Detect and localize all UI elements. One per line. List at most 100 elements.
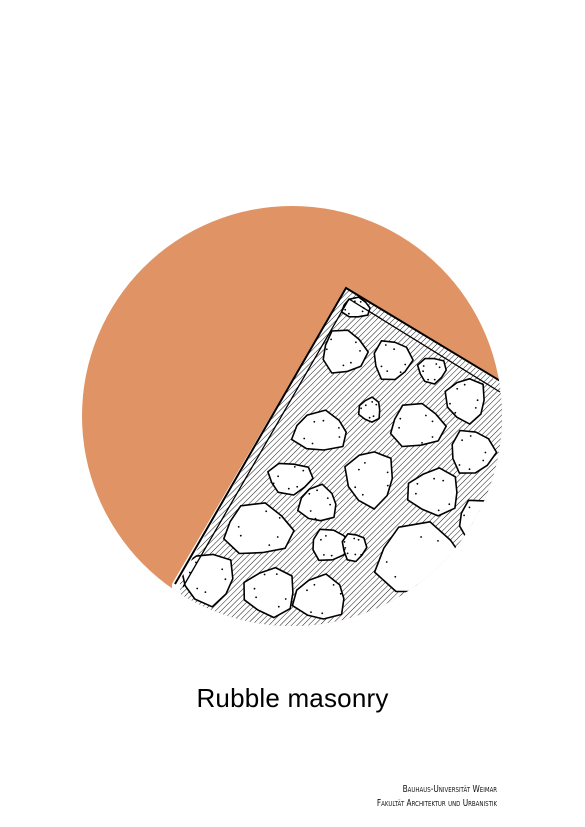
masonry-wall xyxy=(170,286,502,626)
stone-speckle xyxy=(422,370,424,373)
stone-speckle xyxy=(463,514,465,517)
stone-speckle xyxy=(361,310,364,313)
stone-speckle xyxy=(482,459,485,462)
rubble-stone xyxy=(297,483,337,522)
stone-speckle xyxy=(364,404,367,407)
rubble-stone xyxy=(389,402,447,448)
rubble-stone xyxy=(322,329,369,374)
stone-speckle xyxy=(476,530,479,533)
stone-speckle xyxy=(339,592,342,595)
stone-speckle xyxy=(454,563,457,566)
stone-speckle xyxy=(344,547,347,549)
stone-speckle xyxy=(468,468,471,471)
stone-speckle xyxy=(394,575,397,578)
stone-speckle xyxy=(484,451,487,454)
stone-speckle xyxy=(326,497,329,499)
stone-speckle xyxy=(384,344,387,346)
stone-speckle xyxy=(386,471,389,474)
rubble-stone xyxy=(291,573,345,620)
stone-speckle xyxy=(360,553,363,556)
stone-speckle xyxy=(393,348,395,351)
rubble-stone xyxy=(290,409,347,451)
stone-speckle xyxy=(386,484,389,487)
stone-speckle xyxy=(272,482,275,485)
stone-speckle xyxy=(456,387,459,390)
stone-speckle xyxy=(357,538,360,541)
stone-speckle xyxy=(358,468,360,471)
stone-speckle xyxy=(468,506,471,509)
stone-speckle xyxy=(354,553,357,556)
stone-speckle xyxy=(380,365,383,368)
stone-speckle xyxy=(224,578,227,581)
stone-speckle xyxy=(433,378,436,381)
stone-speckle xyxy=(361,493,364,496)
stone-speckle xyxy=(348,312,350,315)
rubble-stone xyxy=(223,502,295,555)
stone-speckle xyxy=(416,482,419,485)
stone-speckle xyxy=(313,420,316,423)
stone-speckle xyxy=(454,411,457,414)
stone-speckle xyxy=(474,407,477,409)
stone-speckle xyxy=(436,572,439,575)
stone-speckle xyxy=(330,554,333,557)
stone-speckle xyxy=(320,538,322,541)
stone-speckle xyxy=(399,371,402,374)
stone-speckle xyxy=(338,436,341,438)
stone-speckle xyxy=(204,591,207,593)
stone-speckle xyxy=(325,348,328,351)
stone-speckle xyxy=(371,401,374,403)
stone-speckle xyxy=(463,383,466,386)
stone-speckle xyxy=(469,435,472,437)
rubble-stone xyxy=(243,566,294,619)
stone-speckle xyxy=(433,477,435,480)
stone-speckle xyxy=(314,517,317,520)
stone-speckle xyxy=(309,510,312,512)
stone-speckle xyxy=(325,535,327,537)
stone-speckle xyxy=(303,437,306,440)
stone-speckle xyxy=(461,439,463,442)
stone-speckle xyxy=(322,419,325,422)
stone-speckle xyxy=(360,407,362,410)
rubble-stone xyxy=(451,429,498,474)
stone-speckle xyxy=(284,598,287,600)
stone-speckle xyxy=(343,541,346,543)
institution-credits: Bauhaus-Universität Weimar Fakultät Arch… xyxy=(377,783,497,811)
stone-speckle xyxy=(188,571,191,574)
stone-speckle xyxy=(435,363,438,365)
stone-speckle xyxy=(350,361,352,364)
stone-speckle xyxy=(196,587,199,590)
page-title: Rubble masonry xyxy=(196,683,389,713)
stone-speckle xyxy=(276,536,279,538)
stone-speckle xyxy=(265,510,268,513)
stone-speckle xyxy=(346,552,349,555)
stone-speckle xyxy=(277,605,280,608)
stone-speckle xyxy=(448,503,451,506)
stone-speckle xyxy=(399,417,402,420)
stone-speckle xyxy=(421,442,423,444)
stone-speckle xyxy=(308,492,311,495)
stone-speckle xyxy=(398,426,400,429)
stone-speckle xyxy=(437,509,440,512)
stone-speckle xyxy=(359,301,362,303)
stone-speckle xyxy=(323,554,325,556)
stone-speckle xyxy=(415,492,417,495)
stone-speckle xyxy=(364,462,366,464)
stone-speckle xyxy=(306,589,308,592)
stone-speckle xyxy=(313,583,316,586)
stone-speckle xyxy=(239,534,242,537)
stone-speckle xyxy=(311,442,314,445)
credit-line-faculty: Fakultät Architektur und Urbanistik xyxy=(376,798,497,809)
stone-speckle xyxy=(442,479,445,482)
stone-speckle xyxy=(278,517,281,519)
stone-speckle xyxy=(404,363,407,366)
stone-speckle xyxy=(344,308,347,311)
stone-speckle xyxy=(293,466,296,468)
stone-speckle xyxy=(330,338,332,341)
credit-line-university: Bauhaus-Universität Weimar xyxy=(402,784,497,795)
stone-speckle xyxy=(353,537,356,540)
stone-speckle xyxy=(263,573,266,576)
stone-speckle xyxy=(438,366,441,369)
stone-speckle xyxy=(221,568,224,571)
stone-speckle xyxy=(458,464,461,466)
